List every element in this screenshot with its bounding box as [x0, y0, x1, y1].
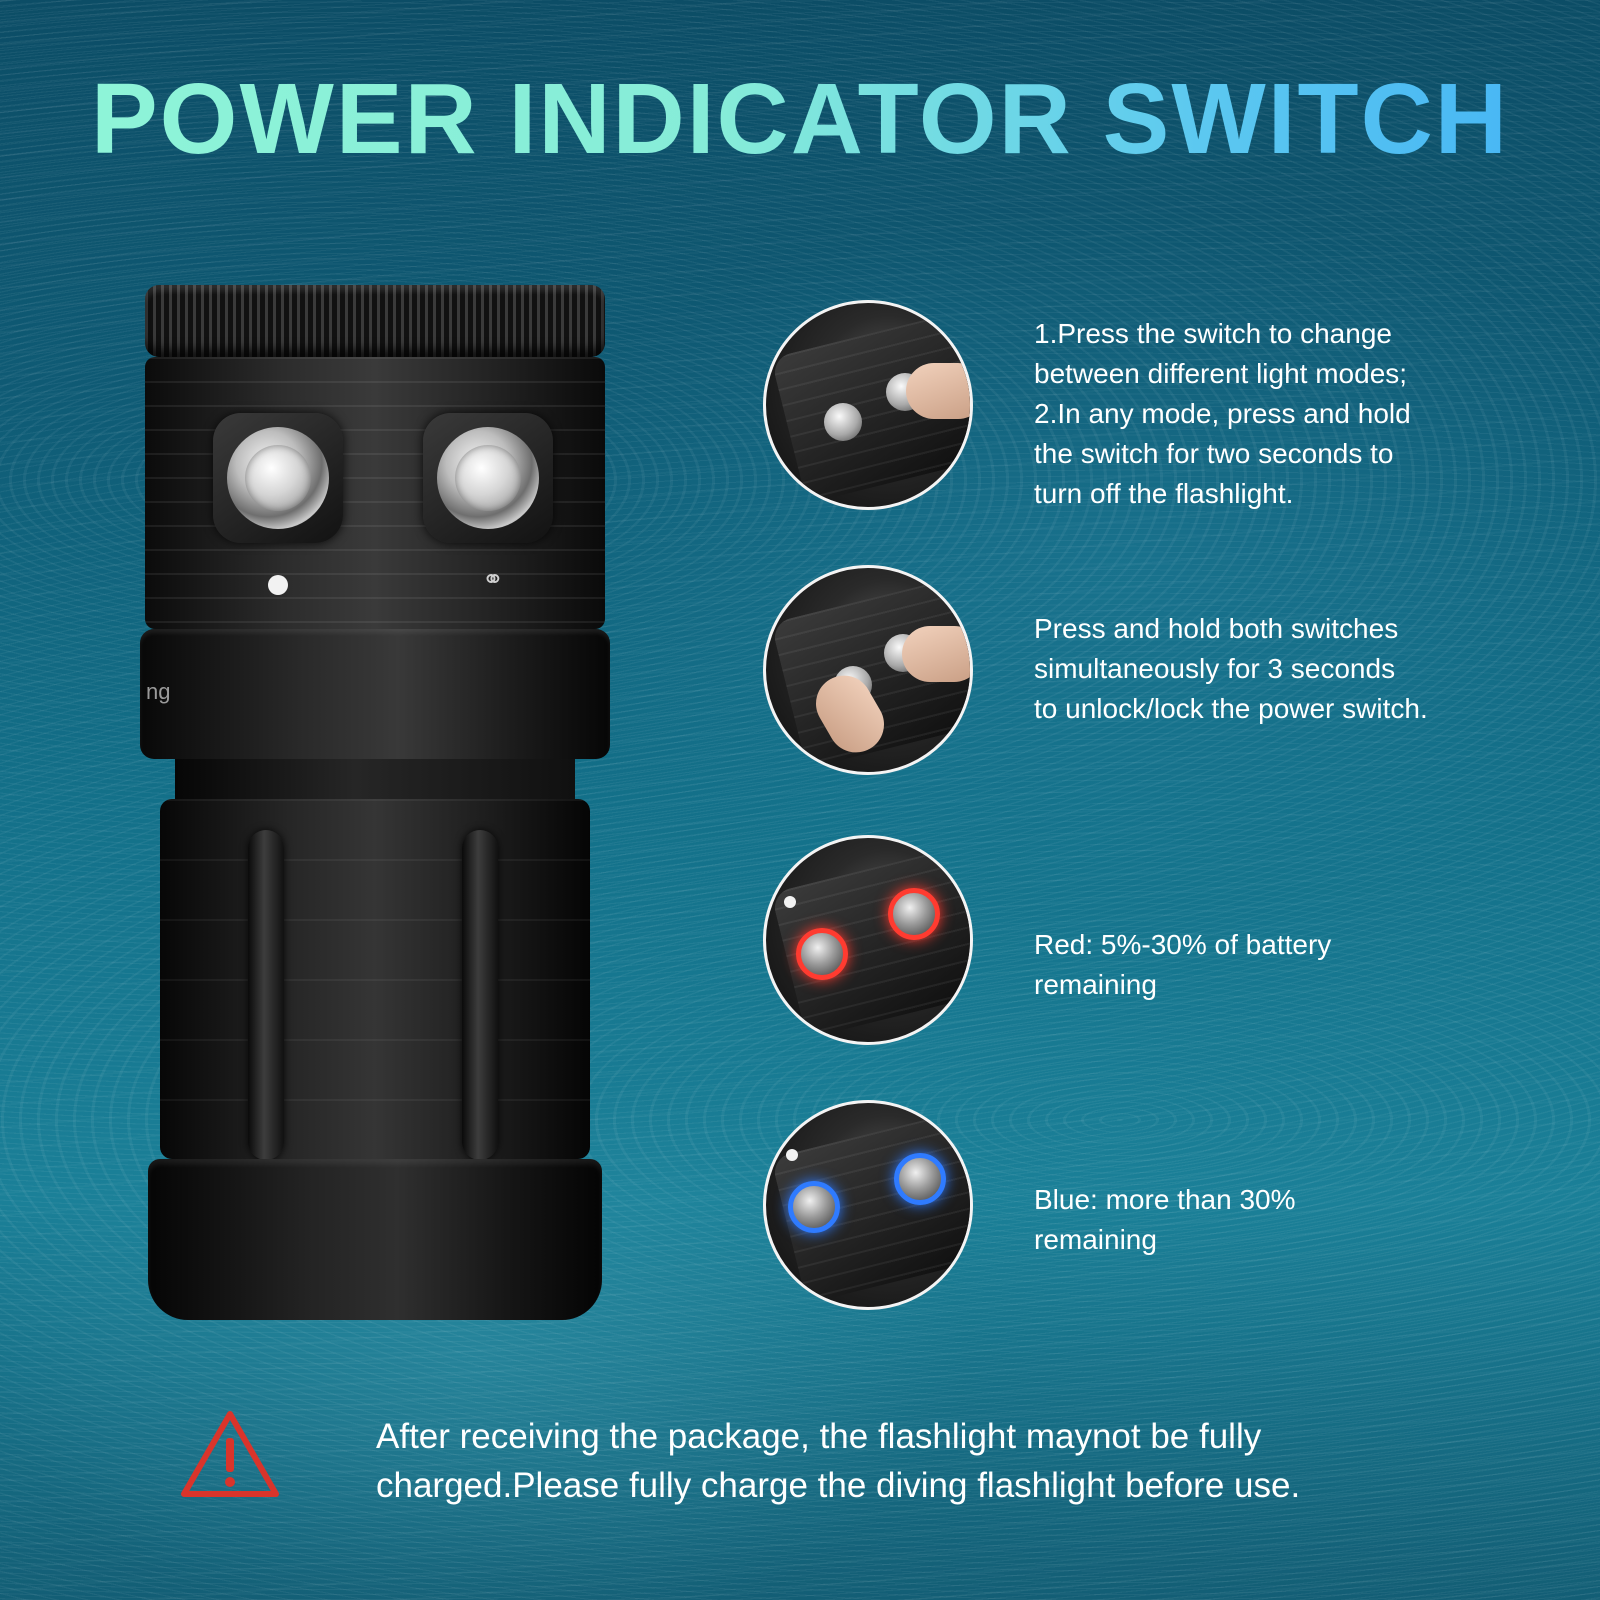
blue-indicator-photo — [763, 1100, 973, 1310]
step-4-text: Blue: more than 30% remaining — [1034, 1184, 1296, 1255]
flashlight-grip-rib — [462, 830, 498, 1160]
flashlight-ring: ng — [140, 629, 610, 759]
step-1-text: 1.Press the switch to change between dif… — [1034, 318, 1411, 509]
ring-engraving: ng — [146, 679, 171, 704]
flashlight-neck — [175, 759, 575, 799]
diving-flashlight-image: ⚭ ng — [140, 285, 610, 1320]
finger-icon — [906, 363, 970, 419]
press-both-switches-photo — [763, 565, 973, 775]
mode-switch — [423, 413, 553, 543]
page-title: POWER INDICATOR SWITCH — [0, 62, 1600, 177]
step-2-text: Press and hold both switches simultaneou… — [1034, 613, 1428, 724]
power-switch — [213, 413, 343, 543]
flashlight-body — [160, 799, 590, 1159]
press-switch-photo — [763, 300, 973, 510]
power-dot-icon — [268, 575, 288, 595]
red-indicator-photo — [763, 835, 973, 1045]
flashlight-head: ⚭ — [145, 357, 605, 629]
blue-led-switch — [894, 1153, 946, 1205]
red-led-switch — [796, 928, 848, 980]
flashlight-bezel-knurl — [145, 285, 605, 357]
charge-warning-text: After receiving the package, the flashli… — [376, 1417, 1301, 1505]
step-3-text: Red: 5%-30% of battery remaining — [1034, 929, 1332, 1000]
flashlight-grip-rib — [248, 830, 284, 1160]
blue-led-switch — [788, 1181, 840, 1233]
flashlight-tail — [148, 1159, 602, 1320]
red-led-switch — [888, 888, 940, 940]
warning-triangle-icon — [181, 1411, 279, 1497]
finger-icon — [902, 626, 970, 682]
mode-circles-icon: ⚭ — [482, 564, 504, 594]
